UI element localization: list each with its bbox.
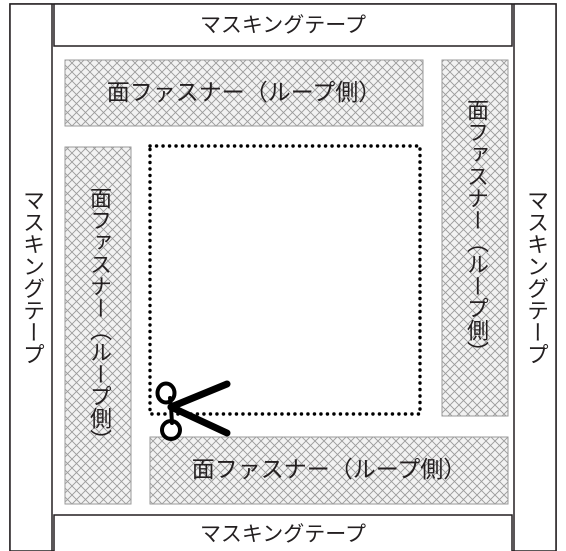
- scissors-icon: [155, 380, 231, 441]
- fastener-bottom-label: 面ファスナー（ループ側）: [191, 457, 467, 483]
- fastener-strip-right: [441, 59, 509, 417]
- fastener-strip-left: [64, 146, 132, 505]
- fastener-strip-bottom: [149, 436, 509, 505]
- masking-tape-right: [513, 3, 557, 551]
- masking-tape-left: [9, 3, 53, 551]
- masking-tape-bottom: [53, 514, 513, 551]
- masking-tape-bottom-label: マスキングテープ: [199, 521, 367, 546]
- cut-line: [148, 144, 422, 416]
- masking-tape-left-label: マスキングテープ: [19, 189, 44, 365]
- fastener-top-label: 面ファスナー（ループ側）: [106, 79, 382, 106]
- masking-tape-top-label: マスキングテープ: [199, 12, 367, 37]
- masking-tape-top: [53, 3, 513, 47]
- fastener-left-label: 面ファスナー（ループ側）: [86, 187, 111, 451]
- fastener-right-label: 面ファスナー（ループ側）: [463, 99, 488, 363]
- fastener-strip-top: [64, 59, 424, 127]
- masking-tape-right-label: マスキングテープ: [523, 189, 548, 365]
